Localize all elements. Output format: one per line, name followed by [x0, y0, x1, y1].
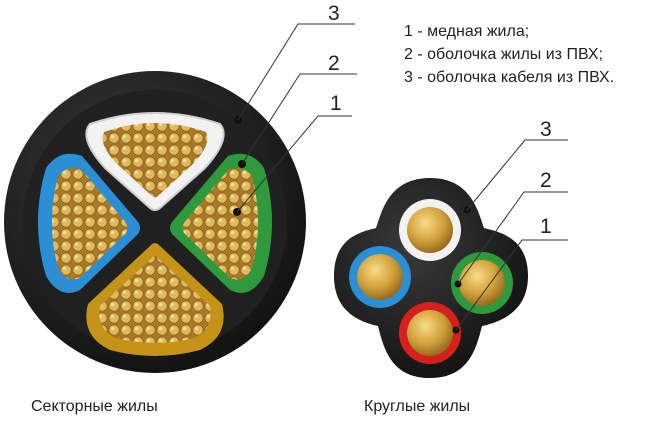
- legend: 1 - медная жила; 2 - оболочка жилы из ПВ…: [404, 20, 614, 89]
- legend-item-cable-sheath: 3 - оболочка кабеля из ПВХ.: [404, 69, 615, 86]
- sector-core-blue: [38, 153, 140, 293]
- sector-filler: [23, 90, 287, 354]
- sector-cable: [4, 71, 306, 373]
- sector-core-yellow: [86, 243, 224, 356]
- sector-label-1: 1: [330, 92, 342, 115]
- sector-core-white: [85, 112, 225, 211]
- round-label-3: 3: [540, 118, 552, 141]
- round-callouts: [455, 139, 568, 331]
- round-leader-2: [457, 191, 568, 285]
- sector-leader-2: [241, 73, 357, 165]
- sector-callouts: [236, 23, 357, 213]
- round-leader-3: [466, 139, 568, 211]
- sector-leader-3: [237, 23, 355, 121]
- round-label-1: 1: [540, 215, 552, 238]
- round-label-2: 2: [540, 169, 552, 192]
- round-outer-sheath: [334, 178, 528, 378]
- round-core-white: [399, 199, 461, 261]
- round-leader-1: [455, 239, 568, 331]
- round-core-green: [451, 252, 513, 314]
- sector-label-2: 2: [328, 52, 340, 75]
- round-cable: [334, 178, 528, 378]
- caption-round-cores: Круглые жилы: [364, 398, 471, 415]
- sector-core-green: [170, 153, 272, 293]
- round-core-red: [399, 302, 461, 364]
- caption-sector-cores: Секторные жилы: [31, 398, 158, 415]
- sector-leader-1: [236, 115, 352, 213]
- legend-item-core-sheath: 2 - оболочка жилы из ПВХ;: [404, 46, 604, 63]
- sector-label-3: 3: [328, 2, 340, 25]
- round-core-blue: [349, 246, 411, 308]
- legend-item-copper-core: 1 - медная жила;: [404, 23, 530, 40]
